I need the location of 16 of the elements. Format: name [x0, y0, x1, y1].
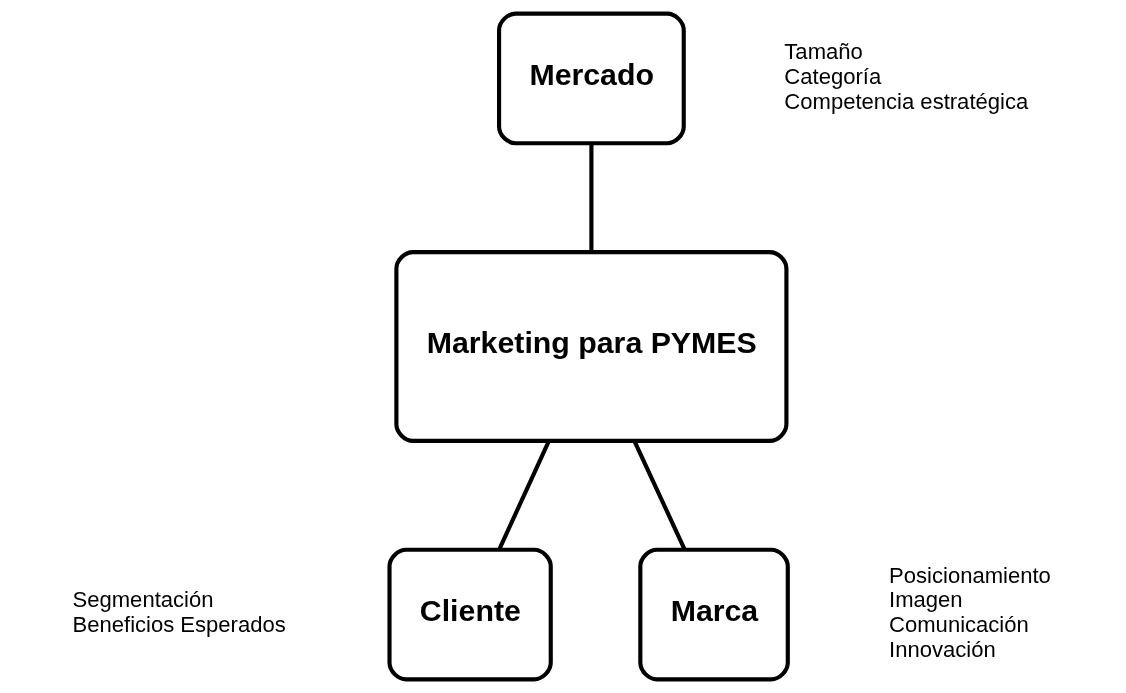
node-box: Cliente: [386, 547, 553, 682]
connector: [496, 440, 551, 551]
connector: [632, 440, 686, 551]
node-label: Tamaño: [783, 38, 863, 64]
node-label: Segmentación: [72, 587, 213, 613]
node-label: Categoría: [783, 63, 881, 89]
node-label: Imagen: [888, 587, 963, 613]
node-label: Posicionamiento: [888, 562, 1051, 588]
node-label: Innovación: [888, 636, 996, 662]
node-box: Marketing para PYMES: [393, 250, 788, 443]
node-label: Competencia estratégica: [783, 88, 1028, 114]
node-box: Marca: [637, 547, 790, 682]
node-box: Mercado: [496, 11, 686, 146]
connector: [588, 143, 593, 252]
node-label: Comunicación: [888, 612, 1029, 638]
node-label: Beneficios Esperados: [72, 612, 286, 638]
